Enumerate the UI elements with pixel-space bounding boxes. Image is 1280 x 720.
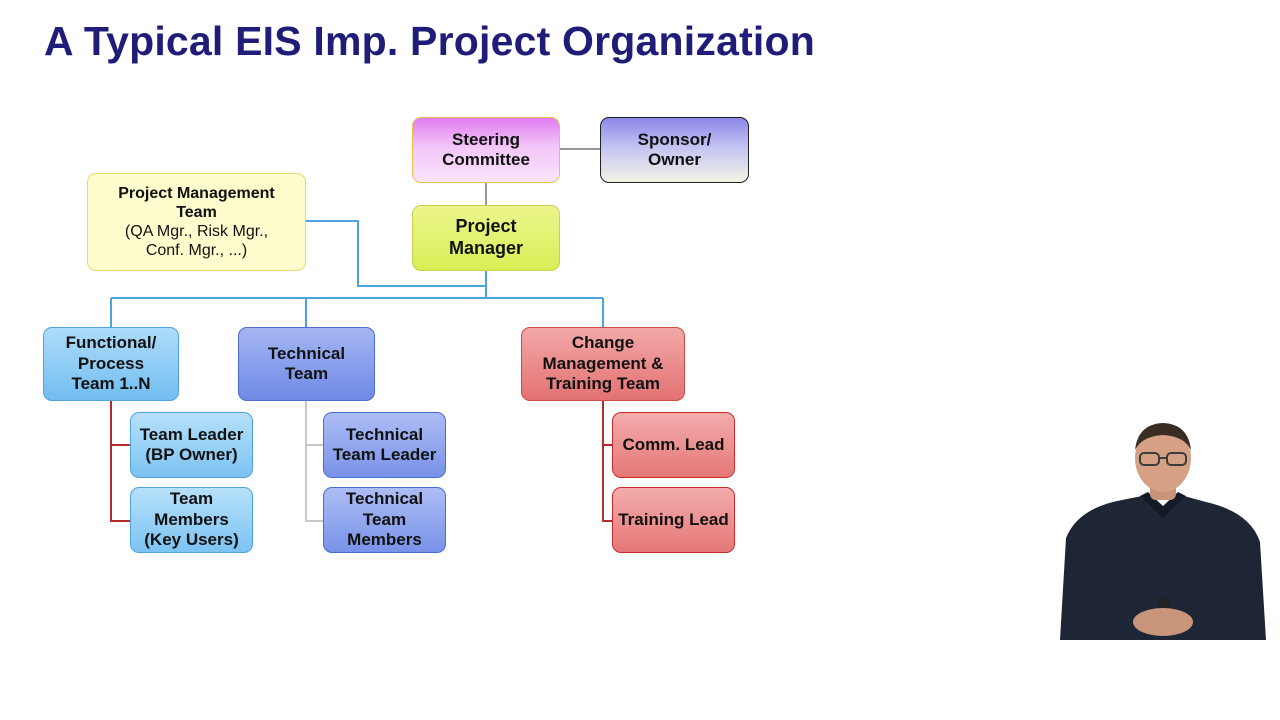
sponsor-box: Sponsor/ Owner: [600, 117, 749, 183]
training-lead-box: Training Lead: [612, 487, 735, 553]
functional-team-line3: Team 1..N: [71, 374, 151, 394]
project-manager-line2: Manager: [448, 238, 524, 258]
technical-team-members-line1: Technical: [345, 489, 424, 509]
technical-team-leader-box: Technical Team Leader: [323, 412, 446, 478]
steering-committee-line2: Committee: [442, 150, 530, 169]
comm-lead-box: Comm. Lead: [612, 412, 735, 478]
team-members-line3: (Key Users): [144, 530, 239, 550]
training-lead-label: Training Lead: [618, 509, 729, 529]
team-members-line2: Members: [154, 509, 229, 529]
pmt-line1: Project Management: [118, 184, 275, 202]
technical-team-line2: Team: [284, 364, 329, 383]
team-members-box: Team Members (Key Users): [130, 487, 253, 553]
project-manager-box: Project Manager: [412, 205, 560, 271]
technical-team-line1: Technical: [267, 343, 346, 363]
steering-committee-box: Steering Committee: [412, 117, 560, 183]
team-leader-box: Team Leader (BP Owner): [130, 412, 253, 478]
presenter-video: [1060, 418, 1266, 640]
technical-team-members-line3: Members: [347, 530, 422, 550]
technical-team-members-box: Technical Team Members: [323, 487, 446, 553]
sponsor-line2: Owner: [648, 150, 701, 169]
functional-team-line1: Functional/: [65, 333, 157, 353]
project-management-team-box: Project Management Team (QA Mgr., Risk M…: [87, 173, 306, 271]
technical-team-leader-line1: Technical: [345, 424, 424, 444]
comm-lead-label: Comm. Lead: [622, 434, 725, 454]
slide-title: A Typical EIS Imp. Project Organization: [44, 18, 816, 64]
presenter-figure: [1060, 423, 1266, 640]
project-manager-line1: Project: [455, 216, 517, 237]
pmt-line2: Team: [176, 203, 217, 221]
sponsor-line1: Sponsor/: [637, 129, 712, 149]
functional-team-box: Functional/ Process Team 1..N: [43, 327, 179, 401]
team-leader-line1: Team Leader: [139, 424, 244, 444]
team-members-line1: Team: [169, 489, 214, 509]
change-team-line2: Management &: [542, 353, 664, 373]
technical-team-leader-line2: Team Leader: [332, 445, 437, 464]
team-leader-line2: (BP Owner): [145, 445, 238, 464]
technical-team-members-line2: Team: [362, 509, 407, 529]
change-management-team-box: Change Management & Training Team: [521, 327, 685, 401]
steering-committee-line1: Steering: [451, 129, 521, 149]
change-team-line1: Change: [571, 333, 635, 353]
change-team-line3: Training Team: [546, 374, 660, 394]
technical-team-box: Technical Team: [238, 327, 375, 401]
pmt-line4: Conf. Mgr., ...): [145, 242, 248, 260]
pmt-line3: (QA Mgr., Risk Mgr.,: [124, 223, 269, 240]
functional-team-line2: Process: [77, 353, 145, 373]
